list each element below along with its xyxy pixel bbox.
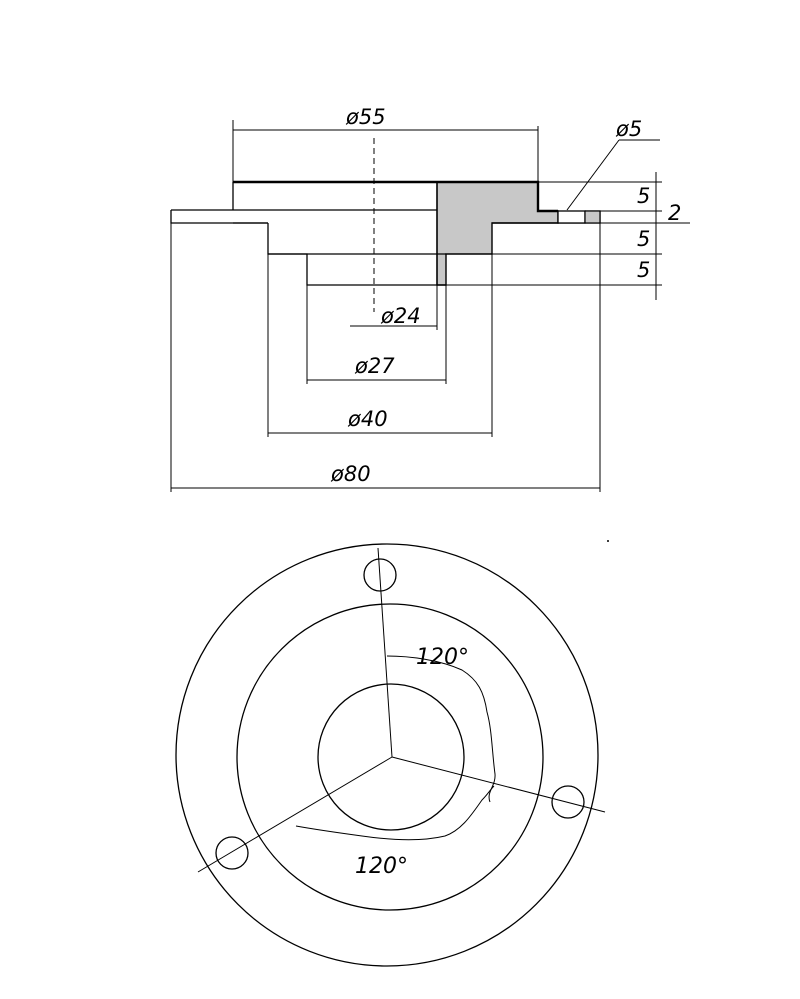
dim-heights: 5 5 5 2: [446, 172, 690, 300]
axis-top: [377, 547, 393, 758]
dim-h3-label: 5: [637, 258, 650, 282]
dim-d27: ø27: [306, 285, 447, 384]
dim-d27-label: ø27: [354, 354, 395, 378]
plan-view: 120° 120°: [175, 543, 606, 967]
dim-d24-label: ø24: [380, 304, 421, 328]
outer-circle: [175, 543, 599, 967]
axis-left: [197, 756, 393, 873]
dim-d24: ø24: [350, 285, 438, 330]
angle-arc-1: [386, 655, 496, 803]
dim-d5-label: ø5: [615, 117, 642, 141]
bolt-hole-top: [363, 558, 397, 592]
angle-label-2: 120°: [355, 854, 408, 879]
inner-circle: [317, 683, 465, 831]
angle-label-1: 120°: [416, 645, 469, 670]
middle-circle: [236, 603, 544, 911]
angle-arc-2: [295, 785, 495, 841]
stray-dot: [607, 540, 609, 542]
dim-d55: ø55: [232, 105, 539, 182]
axis-right: [391, 756, 606, 813]
dim-d80-label: ø80: [330, 462, 371, 486]
dim-d55-label: ø55: [345, 105, 386, 129]
hatched-section: [436, 181, 559, 286]
dim-d80: ø80: [170, 223, 601, 492]
bolt-hole-section: [557, 210, 586, 224]
hatch-right-tab: [584, 210, 601, 224]
bolt-hole-right: [551, 785, 585, 819]
dim-h2-label: 5: [637, 227, 650, 251]
bolt-hole-left: [215, 836, 249, 870]
dim-d5: ø5: [566, 117, 660, 211]
dim-d40: ø40: [267, 254, 493, 437]
dim-h1-label: 5: [637, 184, 650, 208]
dim-d40-label: ø40: [347, 407, 388, 431]
dim-t-label: 2: [668, 201, 681, 225]
section-view: ø55 ø5 5 5 5 2 ø24: [170, 105, 690, 492]
